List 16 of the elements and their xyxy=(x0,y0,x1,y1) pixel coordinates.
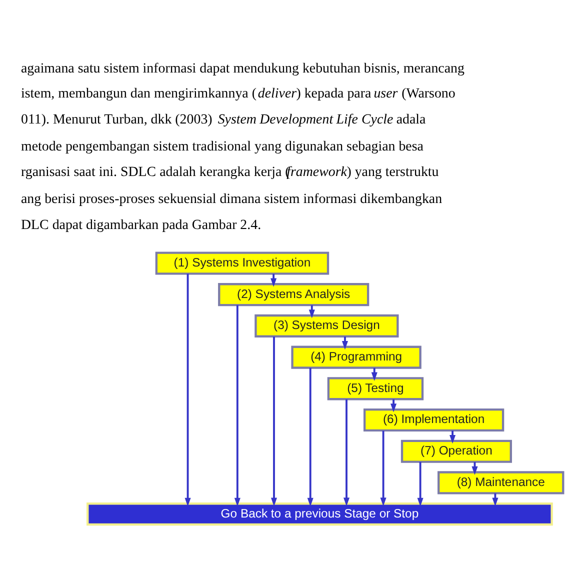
arrow xyxy=(380,430,386,506)
arrow xyxy=(343,399,350,506)
node-box: (8) Maintenance xyxy=(438,471,564,494)
arrow xyxy=(184,274,191,506)
node-box: (1) Systems Investigation xyxy=(155,252,330,275)
node-box: (5) Testing xyxy=(327,377,424,400)
arrow xyxy=(270,336,278,506)
node-box: (7) Operation xyxy=(400,440,512,463)
node-box: (3) Systems Design xyxy=(254,314,399,338)
node-box: (4) Programming xyxy=(291,346,422,369)
arrow xyxy=(417,462,424,506)
node-box: (2) Systems Analysis xyxy=(218,283,370,306)
arrow xyxy=(234,305,240,506)
node-box: Go Back to a previous Stage or Stop xyxy=(86,502,553,526)
node-box: (6) Implementation xyxy=(363,408,504,432)
arrow xyxy=(307,368,314,506)
